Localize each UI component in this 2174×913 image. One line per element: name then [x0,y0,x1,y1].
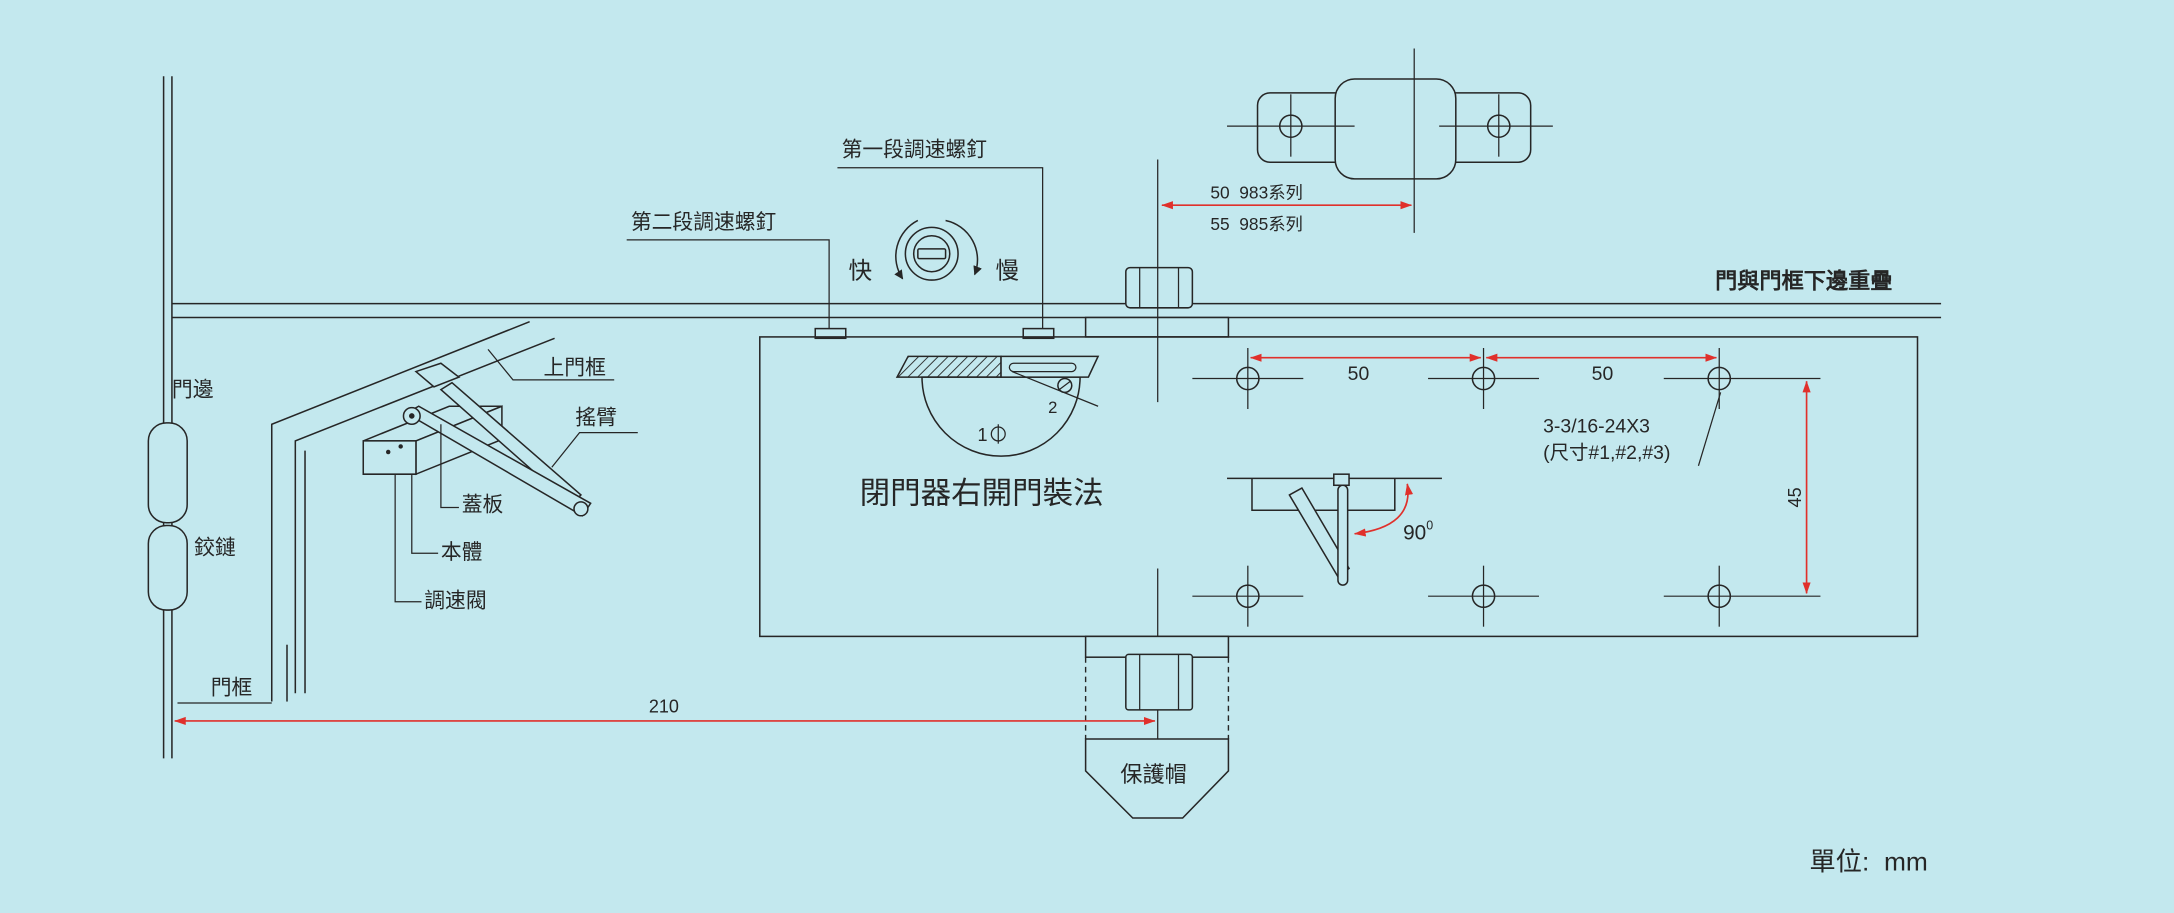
angle-degree-mark: 0 [1426,519,1433,533]
top-spindle-bolt [1084,266,1230,338]
hole-row-gap-value: 45 [1785,487,1805,507]
speed-valve-label: 調速閥 [424,589,486,612]
door-frame-isometric [177,320,555,704]
speed-screw-heads [814,327,1055,340]
angle-value: 90 [1403,521,1426,544]
door-edge-lines [162,76,173,759]
valve-position-2: 2 [1048,398,1057,417]
protective-cap-label: 保護帽 [1120,762,1187,787]
mounting-hole [1192,348,1304,410]
arm-label: 搖臂 [575,406,617,429]
fast-label: 快 [849,258,873,284]
first-stage-screw-label: 第一段調速螺釘 [842,139,987,162]
mounting-hole [1663,348,1821,410]
slow-label: 慢 [995,258,1019,284]
screw-spec-leader [1697,392,1722,467]
valve-position-1: 1 [977,425,987,445]
mounting-hole [1663,565,1821,627]
second-stage-screw-label: 第二段調速螺釘 [631,211,776,234]
door-edge-label: 門邊 [172,379,214,402]
mounting-holes [1192,348,1821,627]
series-985-label: 55 985系列 [1210,214,1302,234]
door-frame-label: 門框 [211,677,253,700]
closer-body-outline [759,336,1919,638]
bottom-spindle [1084,635,1230,739]
mounting-hole [1428,565,1539,627]
door-overlap-lines [171,302,1942,319]
door-distance-value: 210 [649,697,679,717]
top-frame-label: 上門框 [544,356,606,379]
valve-detail [895,355,1100,457]
hinge-label: 鉸鏈 [194,537,236,560]
hole-spacing-1-value: 50 [1348,363,1370,385]
body-label: 本體 [441,541,483,564]
hole-spacing-2-value: 50 [1592,363,1614,385]
speed-screw-leaders [626,167,1044,330]
mounting-hole [1428,348,1539,410]
lever-mechanism [1227,473,1442,586]
rotation-angle-arrow [1354,483,1414,537]
top-pivot-bracket [1227,78,1553,180]
series-983-label: 50 983系列 [1210,182,1302,202]
closer-arm-graphic [402,362,592,517]
rotation-angle-label: 900 [1403,519,1433,545]
screw-sizes-label: (尺寸#1,#2,#3) [1543,442,1670,464]
protective-cap-graphic [1084,738,1230,819]
unit-label: 單位: mm [1809,847,1927,877]
cover-plate-label: 蓋板 [462,494,504,517]
overlap-note: 門與門框下邊重疊 [1715,267,1892,293]
hinge-graphic [147,422,188,611]
speed-adjust-icon [894,219,982,281]
diagram-title: 閉門器右開門裝法 [860,476,1104,510]
isometric-leaders [394,348,638,603]
mounting-hole [1192,565,1304,627]
screw-spec-label: 3-3/16-24X3 [1543,416,1650,438]
